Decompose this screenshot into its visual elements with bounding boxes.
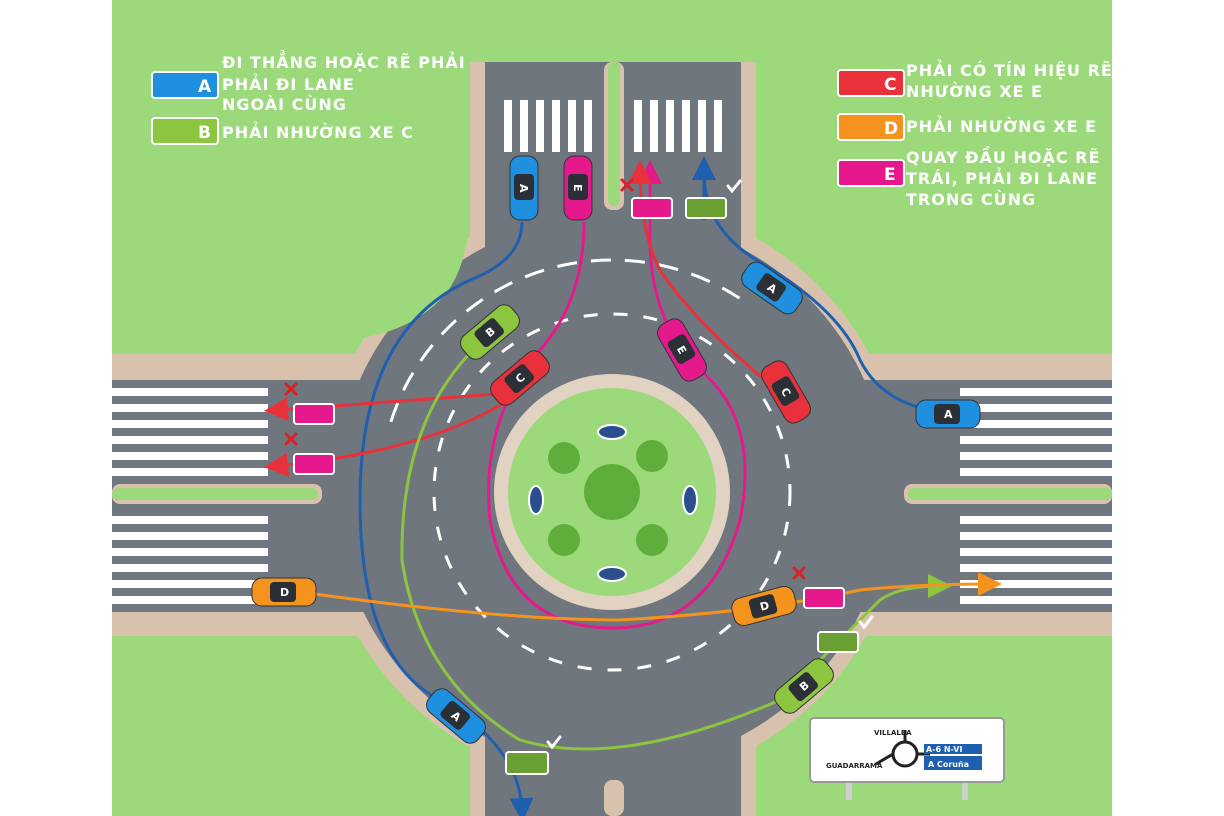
car-d: D xyxy=(731,585,797,627)
trajectory-a-right xyxy=(702,171,931,412)
trajectory-d xyxy=(299,572,1002,622)
legend-letter: E xyxy=(884,165,896,185)
legend-item-e: E QUAY ĐẦU HOẶC RẼ TRÁI, PHẢI ĐI LANE TR… xyxy=(837,146,1100,209)
svg-text:TRÁI, PHẢI ĐI LANE: TRÁI, PHẢI ĐI LANE xyxy=(906,167,1098,188)
svg-text:PHẢI NHƯỜNG XE E: PHẢI NHƯỜNG XE E xyxy=(906,115,1097,136)
legend-item-c: C PHẢI CÓ TÍN HIỆU RẼ, NHƯỜNG XE E xyxy=(837,59,1120,101)
legend-letter: C xyxy=(884,75,896,95)
direction-sign: VILLALBA GUADARRAMA A-6 N-VI A Coruña xyxy=(809,717,1005,800)
car-label: A xyxy=(517,184,530,193)
car-a: A xyxy=(426,688,486,744)
legend: A ĐI THẲNG HOẶC RẼ PHẢI PHẢI ĐI LANE NGO… xyxy=(151,50,1120,209)
corner-grass xyxy=(112,0,600,340)
sign-left-label: GUADARRAMA xyxy=(826,762,883,770)
car-label: D xyxy=(759,599,771,614)
median-strips xyxy=(112,62,1112,816)
sign-top-label: VILLALBA xyxy=(874,729,912,737)
legend-item-a: A ĐI THẲNG HOẶC RẼ PHẢI PHẢI ĐI LANE NGO… xyxy=(151,50,466,114)
legend-letter: B xyxy=(198,123,211,143)
car-c: C xyxy=(761,360,811,424)
car-b: B xyxy=(774,658,834,714)
cross-icon xyxy=(620,178,634,192)
svg-text:NGOÀI CÙNG: NGOÀI CÙNG xyxy=(222,95,347,114)
svg-text:NHƯỜNG XE E: NHƯỜNG XE E xyxy=(906,82,1043,101)
svg-text:QUAY ĐẦU HOẶC RẼ: QUAY ĐẦU HOẶC RẼ xyxy=(906,146,1100,167)
sign-right-label: A Coruña xyxy=(928,760,969,769)
cross-icon xyxy=(284,432,298,446)
status-marks xyxy=(284,178,874,750)
legend-letter: D xyxy=(884,119,898,139)
car-a: A xyxy=(741,261,803,315)
legend-letter: A xyxy=(198,77,212,97)
lane-markings xyxy=(378,258,846,726)
sign-right-tag: A-6 N-VI xyxy=(926,745,962,754)
zebra-crossings xyxy=(112,100,1112,604)
central-island xyxy=(494,374,730,610)
car-a: A xyxy=(509,155,539,221)
svg-text:ĐI THẲNG HOẶC RẼ PHẢI: ĐI THẲNG HOẶC RẼ PHẢI xyxy=(222,50,466,72)
car-e: E xyxy=(657,318,707,382)
svg-text:PHẢI NHƯỜNG XE C: PHẢI NHƯỜNG XE C xyxy=(222,121,414,142)
cross-icon xyxy=(792,566,806,580)
legend-item-b: B PHẢI NHƯỜNG XE C xyxy=(151,117,414,145)
check-icon xyxy=(546,735,562,750)
check-icon xyxy=(858,615,874,630)
car-a: A xyxy=(915,399,981,429)
car-label: E xyxy=(571,184,584,192)
car-label: A xyxy=(944,408,953,421)
car-c: C xyxy=(490,350,550,406)
svg-text:PHẢI ĐI LANE: PHẢI ĐI LANE xyxy=(222,73,355,94)
car-e: E xyxy=(563,155,593,221)
placard-tags xyxy=(293,197,859,775)
car-d: D xyxy=(251,577,317,607)
legend-item-d: D PHẢI NHƯỜNG XE E xyxy=(837,113,1097,141)
svg-text:PHẢI CÓ TÍN HIỆU RẼ,: PHẢI CÓ TÍN HIỆU RẼ, xyxy=(906,59,1120,80)
car-label: D xyxy=(280,586,289,599)
check-icon xyxy=(726,179,742,194)
car-b: B xyxy=(460,304,520,360)
svg-text:TRONG CÙNG: TRONG CÙNG xyxy=(906,190,1036,209)
cross-icon xyxy=(284,382,298,396)
